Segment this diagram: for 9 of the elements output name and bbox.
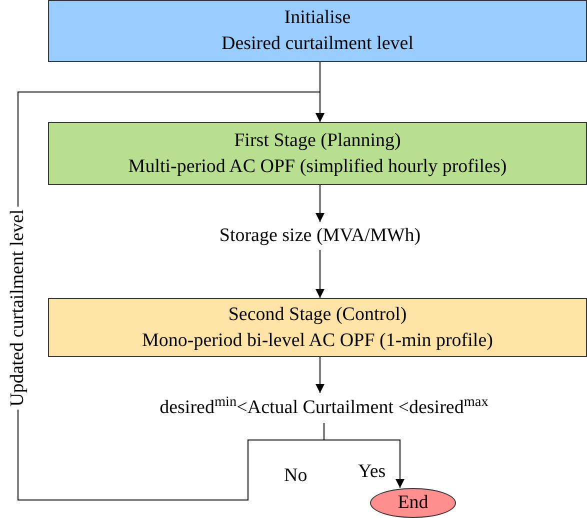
end-ellipse: End — [370, 488, 456, 518]
output-text: Storage size (MVA/MWh) — [190, 222, 450, 250]
process-box: Second Stage (Control) Mono-period bi-level AC OPF (1-min profile) — [48, 298, 587, 357]
arrow — [316, 356, 324, 394]
arrow — [316, 250, 324, 298]
process-box: First Stage (Planning) Multi-period AC OPF (simplified hourly profiles) — [48, 122, 587, 185]
process-box: Initialise Desired curtailment level — [48, 0, 587, 62]
arrow — [316, 184, 324, 222]
condition-text: desired$^{min}$<Actual Curtailment <desired$^{max}$ — [100, 393, 548, 423]
